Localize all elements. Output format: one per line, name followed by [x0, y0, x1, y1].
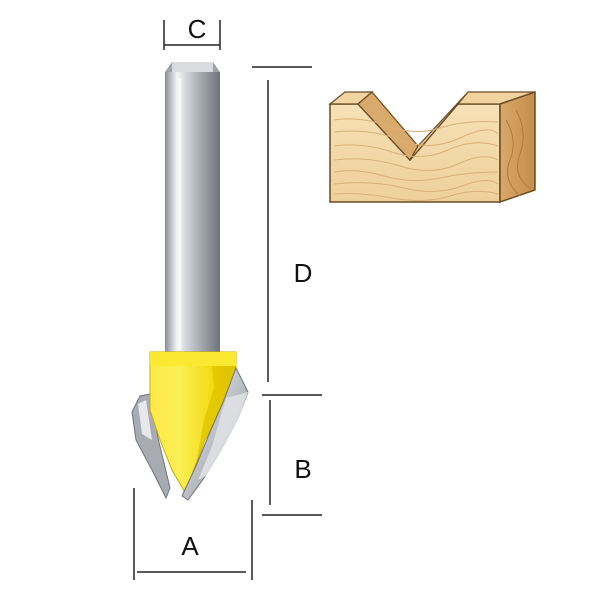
dimension-a-label: A: [181, 531, 199, 561]
wood-grain: [333, 118, 499, 202]
dimension-b-label: B: [294, 454, 311, 484]
dimension-c: C: [163, 14, 221, 50]
dimension-d-label: D: [294, 258, 313, 288]
bit-blade-front-face: [198, 392, 248, 480]
v-groove-wood-block-icon: [328, 90, 536, 204]
v-groove-router-bit-icon: [131, 62, 249, 501]
dimension-c-label: C: [188, 14, 207, 44]
bit-blade-back-highlight: [138, 400, 152, 440]
bit-body-collar: [150, 352, 236, 366]
bit-shank: [165, 72, 220, 354]
wood-right-side: [499, 90, 536, 204]
dimension-b: B: [262, 400, 322, 516]
dimension-d: D: [252, 66, 322, 396]
bit-body-shade: [196, 366, 236, 464]
dimension-a: A: [133, 488, 253, 580]
wood-side-grain: [505, 109, 531, 197]
bit-shank-top-bevel: [172, 62, 213, 72]
